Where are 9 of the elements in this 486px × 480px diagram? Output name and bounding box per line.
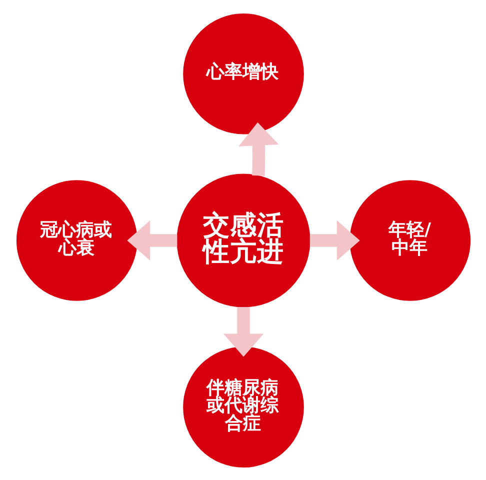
- node-circle: 年轻/中年: [349, 180, 470, 300]
- arrow: [222, 306, 264, 356]
- arrow: [238, 122, 278, 176]
- arrow: [126, 220, 177, 260]
- node-circle: 心率增快: [182, 12, 304, 134]
- arrow: [309, 220, 360, 260]
- node-circle: 伴糖尿病或代谢综合症: [182, 346, 304, 468]
- node-circle: 冠心病或心衰: [16, 180, 137, 300]
- node-circle: 交感活性亢进: [176, 173, 310, 307]
